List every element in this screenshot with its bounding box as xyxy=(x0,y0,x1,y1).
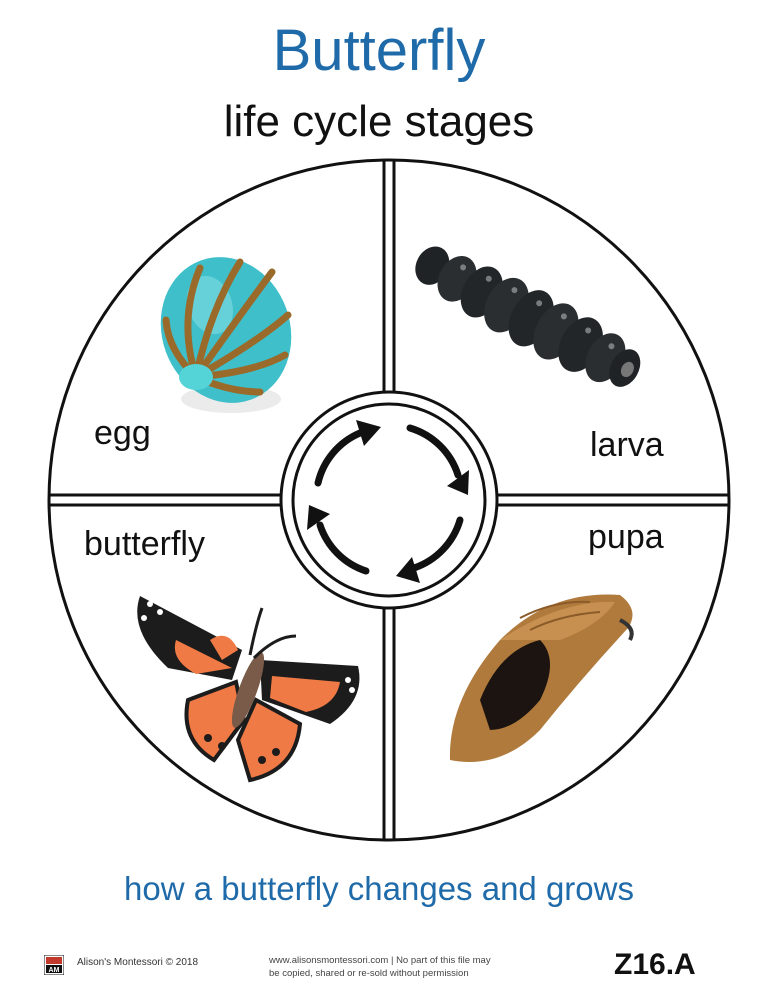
egg-icon xyxy=(160,257,292,413)
footer-notice-line2: be copied, shared or re-sold without per… xyxy=(269,968,469,979)
pupa-icon xyxy=(449,594,634,762)
wheel-dividers xyxy=(50,161,728,839)
page-code: Z16.A xyxy=(614,948,696,981)
stage-label-pupa: pupa xyxy=(588,518,664,556)
footer-copyright: Alison's Montessori © 2018 xyxy=(77,957,199,968)
page-subtitle: life cycle stages xyxy=(223,97,535,146)
larva-icon xyxy=(415,246,641,387)
tagline: how a butterfly changes and grows xyxy=(124,870,634,907)
footer-notice: www.alisonsmontessori.com | No part of t… xyxy=(269,954,519,980)
footer-notice-line1: www.alisonsmontessori.com | No part of t… xyxy=(269,955,491,966)
svg-text:AM: AM xyxy=(49,967,60,974)
page-title: Butterfly xyxy=(272,18,486,83)
center-inner-ring xyxy=(291,402,487,598)
stage-label-butterfly: butterfly xyxy=(84,525,205,563)
stage-label-larva: larva xyxy=(590,426,664,464)
cycle-arrows-icon xyxy=(314,424,464,575)
cycle-arrowheads xyxy=(307,420,469,583)
stage-label-egg: egg xyxy=(94,414,151,452)
butterfly-icon xyxy=(137,596,360,783)
logo-icon: AM xyxy=(44,955,64,975)
